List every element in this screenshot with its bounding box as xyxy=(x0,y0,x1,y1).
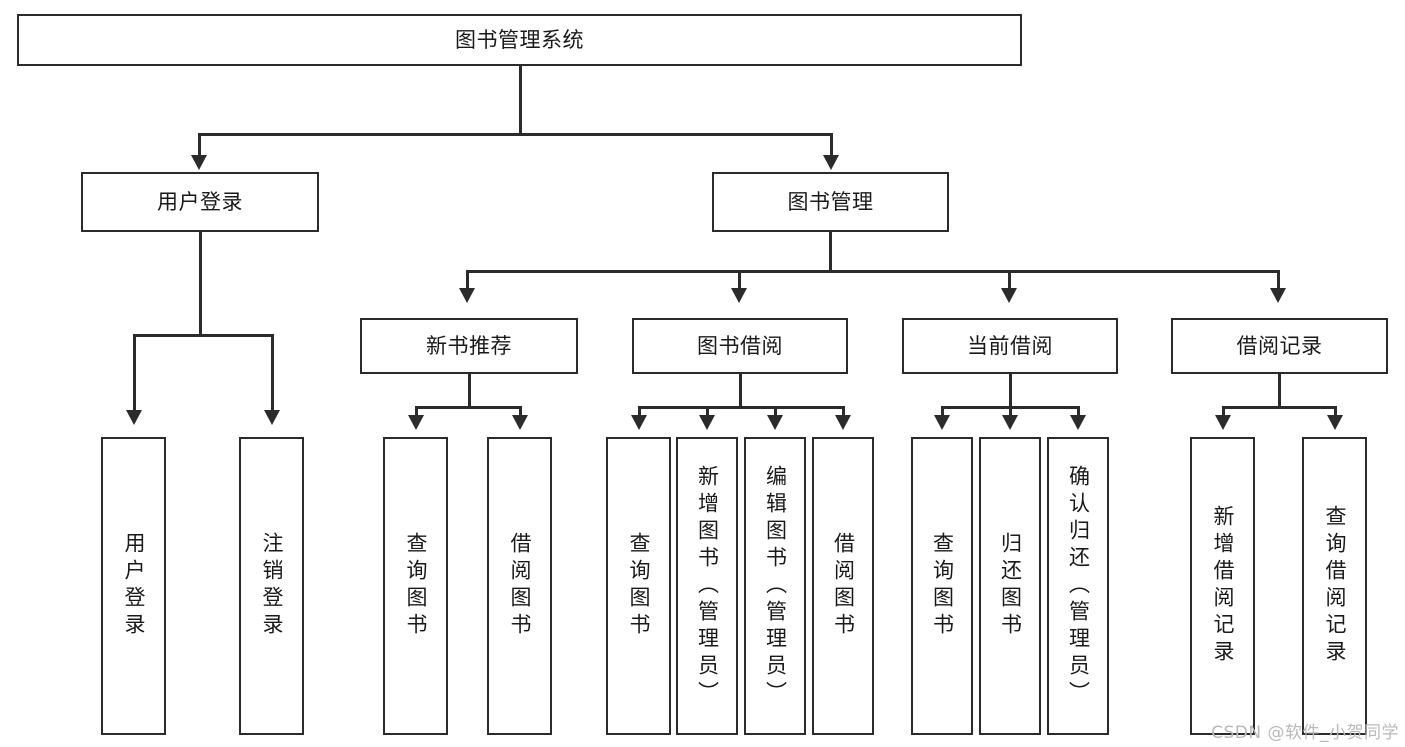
node-label: 查询图书 xyxy=(404,532,428,640)
arrowhead-br-leaf-1 xyxy=(1215,415,1231,430)
connector-bb-to-leaf-3 xyxy=(774,406,777,420)
connector-bm-to-new-book xyxy=(466,270,469,292)
connector-bb-to-leaf-4 xyxy=(842,406,845,420)
node-label: 新书推荐 xyxy=(426,333,512,358)
arrowhead-user-login-leaf-2 xyxy=(264,410,280,425)
connector-book-management-bar xyxy=(466,270,1279,273)
connector-user-login-to-leaf-1 xyxy=(133,334,136,414)
node-label: 查询图书 xyxy=(627,532,651,640)
connector-cb-to-leaf-1 xyxy=(941,406,944,420)
connector-bb-bar xyxy=(638,406,842,409)
node-borrow-record[interactable]: 借阅记录 xyxy=(1171,318,1388,374)
arrowhead-new-book-recommend xyxy=(459,288,475,303)
arrowhead-book-borrow xyxy=(731,288,747,303)
arrowhead-bb-leaf-4 xyxy=(835,415,851,430)
node-current-borrow[interactable]: 当前借阅 xyxy=(902,318,1118,374)
arrowhead-current-borrow xyxy=(1001,288,1017,303)
node-root-book-management-system[interactable]: 图书管理系统 xyxy=(17,14,1022,66)
node-label: 当前借阅 xyxy=(967,333,1053,358)
arrowhead-book-management xyxy=(823,155,839,170)
connector-user-login-bar xyxy=(133,334,273,337)
node-label: 确认归还（管理员） xyxy=(1066,464,1091,708)
node-label: 用户登录 xyxy=(122,532,146,640)
connector-br-to-leaf-2 xyxy=(1334,406,1337,420)
arrowhead-cb-leaf-1 xyxy=(934,415,950,430)
node-label: 借阅图书 xyxy=(831,532,856,640)
arrowhead-cb-leaf-2 xyxy=(1002,415,1018,430)
connector-root-to-book-management xyxy=(830,133,833,161)
connector-root-stem xyxy=(519,66,522,135)
arrowhead-nbr-leaf-1 xyxy=(408,415,424,430)
arrowhead-nbr-leaf-2 xyxy=(512,415,528,430)
connector-book-management-stem xyxy=(829,232,832,272)
node-label: 图书管理 xyxy=(787,189,874,214)
csdn-watermark: CSDN @软件_小贺同学 xyxy=(1211,723,1399,743)
node-label: 编辑图书（管理员） xyxy=(763,464,788,708)
node-label: 查询图书 xyxy=(930,532,955,640)
connector-bm-to-book-borrow xyxy=(738,270,741,292)
leaf-user-login-login[interactable]: 用户登录 xyxy=(101,437,166,735)
leaf-current-borrow-return-book[interactable]: 归还图书 xyxy=(979,437,1041,735)
leaf-new-book-query-book[interactable]: 查询图书 xyxy=(383,437,448,735)
arrowhead-br-leaf-2 xyxy=(1327,415,1343,430)
connector-nbr-stem xyxy=(468,374,471,408)
connector-user-login-to-leaf-2 xyxy=(271,334,274,414)
leaf-book-borrow-edit-book-admin[interactable]: 编辑图书（管理员） xyxy=(744,437,806,735)
connector-nbr-bar xyxy=(415,406,521,409)
connector-root-to-user-login xyxy=(198,133,201,161)
connector-bb-stem xyxy=(739,374,742,408)
connector-bb-to-leaf-2 xyxy=(706,406,709,420)
connector-bm-to-borrow-record xyxy=(1277,270,1280,292)
leaf-new-book-borrow-book[interactable]: 借阅图书 xyxy=(487,437,552,735)
connector-cb-stem xyxy=(1009,374,1012,408)
leaf-borrow-record-add-record[interactable]: 新增借阅记录 xyxy=(1190,437,1255,735)
arrowhead-bb-leaf-3 xyxy=(767,415,783,430)
leaf-book-borrow-borrow-book[interactable]: 借阅图书 xyxy=(812,437,874,735)
arrowhead-bb-leaf-2 xyxy=(699,415,715,430)
connector-bb-to-leaf-1 xyxy=(638,406,641,420)
leaf-user-login-logout[interactable]: 注销登录 xyxy=(239,437,304,735)
leaf-current-borrow-query-book[interactable]: 查询图书 xyxy=(911,437,973,735)
node-label: 图书管理系统 xyxy=(455,27,584,52)
connector-user-login-stem xyxy=(199,232,202,336)
node-book-management[interactable]: 图书管理 xyxy=(712,172,949,232)
node-label: 用户登录 xyxy=(157,189,243,214)
connector-nbr-to-leaf-2 xyxy=(519,406,522,420)
connector-cb-to-leaf-2 xyxy=(1009,406,1012,420)
connector-bm-to-current-borrow xyxy=(1008,270,1011,292)
node-label: 查询借阅记录 xyxy=(1323,505,1347,667)
connector-root-bar xyxy=(198,133,832,136)
arrowhead-bb-leaf-1 xyxy=(631,415,647,430)
node-label: 借阅记录 xyxy=(1236,333,1323,358)
leaf-book-borrow-query-book[interactable]: 查询图书 xyxy=(606,437,671,735)
connector-br-stem xyxy=(1278,374,1281,408)
leaf-book-borrow-add-book-admin[interactable]: 新增图书（管理员） xyxy=(676,437,738,735)
arrowhead-user-login xyxy=(191,155,207,170)
arrowhead-user-login-leaf-1 xyxy=(126,410,142,425)
leaf-current-borrow-confirm-return-admin[interactable]: 确认归还（管理员） xyxy=(1047,437,1109,735)
node-new-book-recommend[interactable]: 新书推荐 xyxy=(360,318,578,374)
node-label: 归还图书 xyxy=(998,532,1023,640)
connector-br-to-leaf-1 xyxy=(1222,406,1225,420)
node-user-login[interactable]: 用户登录 xyxy=(81,172,319,232)
node-label: 新增图书（管理员） xyxy=(695,464,720,708)
connector-nbr-to-leaf-1 xyxy=(415,406,418,420)
arrowhead-cb-leaf-3 xyxy=(1070,415,1086,430)
leaf-borrow-record-query-record[interactable]: 查询借阅记录 xyxy=(1302,437,1367,735)
node-label: 注销登录 xyxy=(260,532,284,640)
node-label: 借阅图书 xyxy=(508,532,532,640)
arrowhead-borrow-record xyxy=(1270,288,1286,303)
node-book-borrow[interactable]: 图书借阅 xyxy=(632,318,848,374)
node-label: 新增借阅记录 xyxy=(1211,505,1235,667)
connector-cb-to-leaf-3 xyxy=(1077,406,1080,420)
connector-br-bar xyxy=(1222,406,1336,409)
node-label: 图书借阅 xyxy=(697,333,783,358)
